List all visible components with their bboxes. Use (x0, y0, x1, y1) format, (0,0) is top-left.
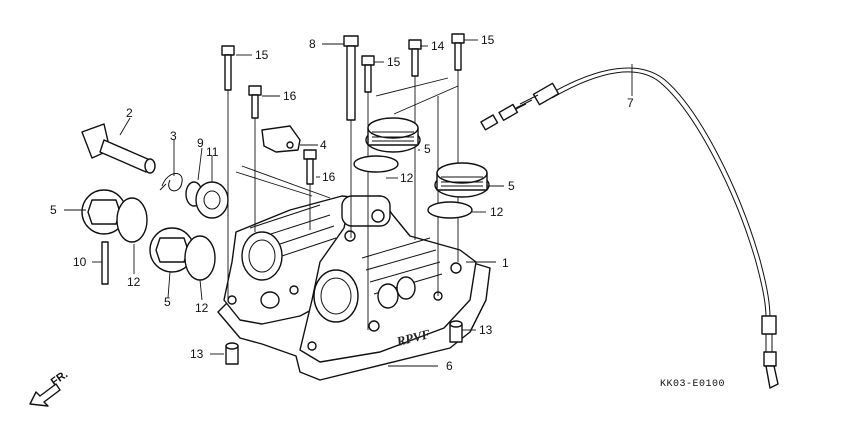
callout-2: 2 (126, 106, 133, 120)
dowel-13-right (449, 320, 463, 343)
callout-12-left: 12 (127, 275, 141, 289)
sealing-cap-left-upper (81, 189, 148, 243)
bolt-8 (343, 35, 359, 238)
front-direction-indicator: FR. (29, 368, 70, 407)
bolt-16-lower (303, 149, 317, 230)
throttle-cable (480, 67, 779, 389)
callout-5-right: 5 (508, 179, 515, 193)
callout-13-right: 13 (479, 323, 493, 337)
callout-labels: 1 2 3 4 5 5 5 5 6 7 8 9 10 11 12 12 12 1… (50, 33, 634, 373)
callout-16-upper: 16 (283, 89, 297, 103)
front-cylinder-head-cover: RPVF (299, 195, 477, 363)
callout-16-lower: 16 (322, 170, 336, 184)
sealing-cap-right (427, 162, 490, 219)
callout-8: 8 (309, 37, 316, 51)
bolt-14 (408, 39, 422, 240)
callout-15-middle: 15 (387, 55, 401, 69)
callout-11: 11 (206, 145, 219, 159)
callout-7: 7 (627, 96, 634, 110)
callout-12-middle: 12 (400, 171, 414, 185)
diagram-code: KK03-E0100 (660, 379, 725, 390)
callout-3: 3 (170, 129, 177, 143)
cable-bracket (261, 125, 301, 153)
callout-14: 14 (431, 39, 445, 53)
callout-12-right: 12 (490, 205, 504, 219)
callout-15-left: 15 (255, 48, 269, 62)
front-arrow-icon (29, 383, 61, 407)
callout-9: 9 (197, 136, 204, 150)
bearing (195, 181, 229, 219)
callout-5-left: 5 (50, 203, 57, 217)
callout-4: 4 (320, 138, 327, 152)
bolt-16-upper (248, 85, 262, 232)
callout-10: 10 (73, 255, 87, 269)
callout-15-right: 15 (481, 33, 495, 47)
callout-13-left: 13 (190, 347, 204, 361)
callout-1: 1 (502, 256, 509, 270)
callout-5-upper-right: 5 (424, 142, 431, 156)
sealing-cap-left-lower (149, 227, 216, 281)
direction-label: FR. (49, 368, 70, 388)
callout-6: 6 (446, 359, 453, 373)
return-spring (159, 173, 183, 192)
sealing-cap-upper-right (353, 117, 421, 173)
callout-5-lower: 5 (164, 295, 171, 309)
dowel-13-left (225, 342, 239, 365)
leader-lines (64, 39, 633, 367)
callout-12-lower: 12 (195, 301, 209, 315)
dowel-pin (101, 241, 109, 285)
decompressor-shaft (81, 123, 156, 174)
